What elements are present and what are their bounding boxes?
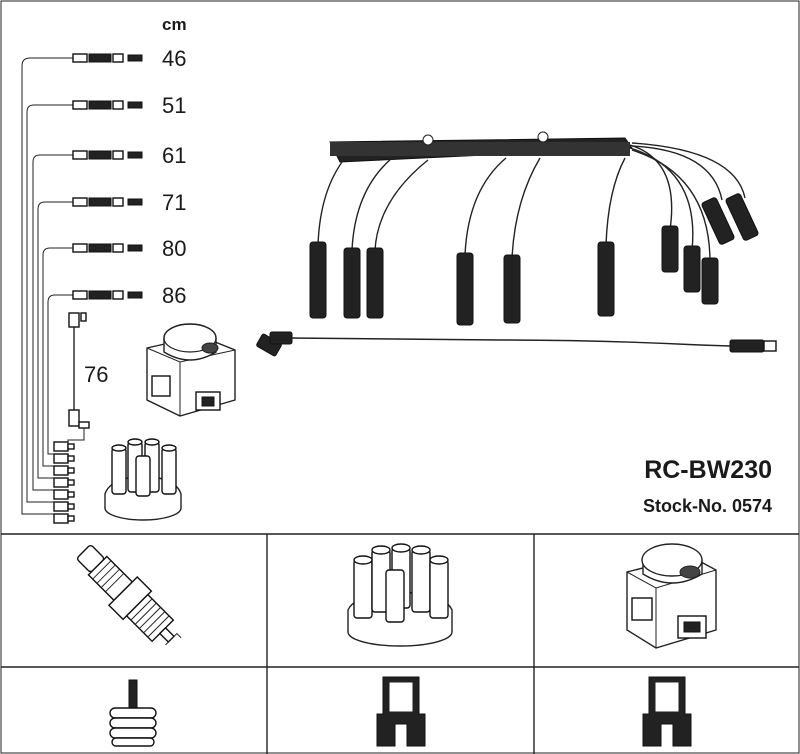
ignition-coil-icon — [626, 543, 717, 649]
lead-row-51: 51 — [26, 93, 186, 503]
cap-boot — [661, 225, 679, 273]
plug-boot — [456, 252, 474, 326]
plug-boot — [343, 247, 361, 319]
length-label-86: 86 — [162, 283, 186, 308]
lead-row-86: 86 — [47, 283, 186, 455]
ignition-coil-small — [146, 323, 236, 417]
plug-boot — [597, 241, 615, 317]
spark-plug-icon — [76, 544, 182, 646]
cap-boot — [725, 193, 759, 241]
lead-length-schematic: cm 46 51 61 — [21, 15, 236, 524]
product-code: RC-BW230 — [644, 456, 772, 484]
spark-plug-terminal-icon — [109, 679, 157, 747]
plug-boot — [503, 254, 521, 324]
length-label-80: 80 — [162, 236, 186, 261]
coil-end-boot — [729, 339, 765, 353]
coil-lead: 76 — [67, 312, 108, 446]
plug-boot — [309, 241, 327, 319]
length-label-71: 71 — [162, 190, 186, 215]
unit-label: cm — [162, 15, 187, 34]
coil-wire — [289, 337, 731, 347]
lead-row-80: 80 — [42, 236, 186, 467]
cap-boot — [701, 257, 719, 305]
length-label-61: 61 — [162, 143, 186, 168]
distributor-terminal-stack — [53, 441, 75, 524]
rail-clip — [537, 131, 549, 143]
length-label-51: 51 — [162, 93, 186, 118]
distributor-cap-icon — [347, 543, 453, 647]
cap-boot — [683, 245, 701, 293]
plug-boot — [366, 247, 384, 319]
lead-row-61: 61 — [32, 143, 186, 491]
length-label-46: 46 — [162, 46, 186, 71]
distributor-cap-small — [104, 438, 182, 521]
ignition-lead-set-illustration — [256, 131, 777, 357]
stock-number: Stock-No. 0574 — [643, 496, 772, 516]
lead-row-46: 46 — [21, 46, 186, 515]
coil-lead-length-label: 76 — [84, 362, 108, 387]
cap-boot — [701, 197, 735, 245]
rail-clip — [422, 134, 434, 146]
lead-row-71: 71 — [37, 190, 186, 479]
distributor-cap-terminal-icon — [376, 676, 426, 747]
ignition-coil-terminal-icon — [642, 676, 692, 747]
